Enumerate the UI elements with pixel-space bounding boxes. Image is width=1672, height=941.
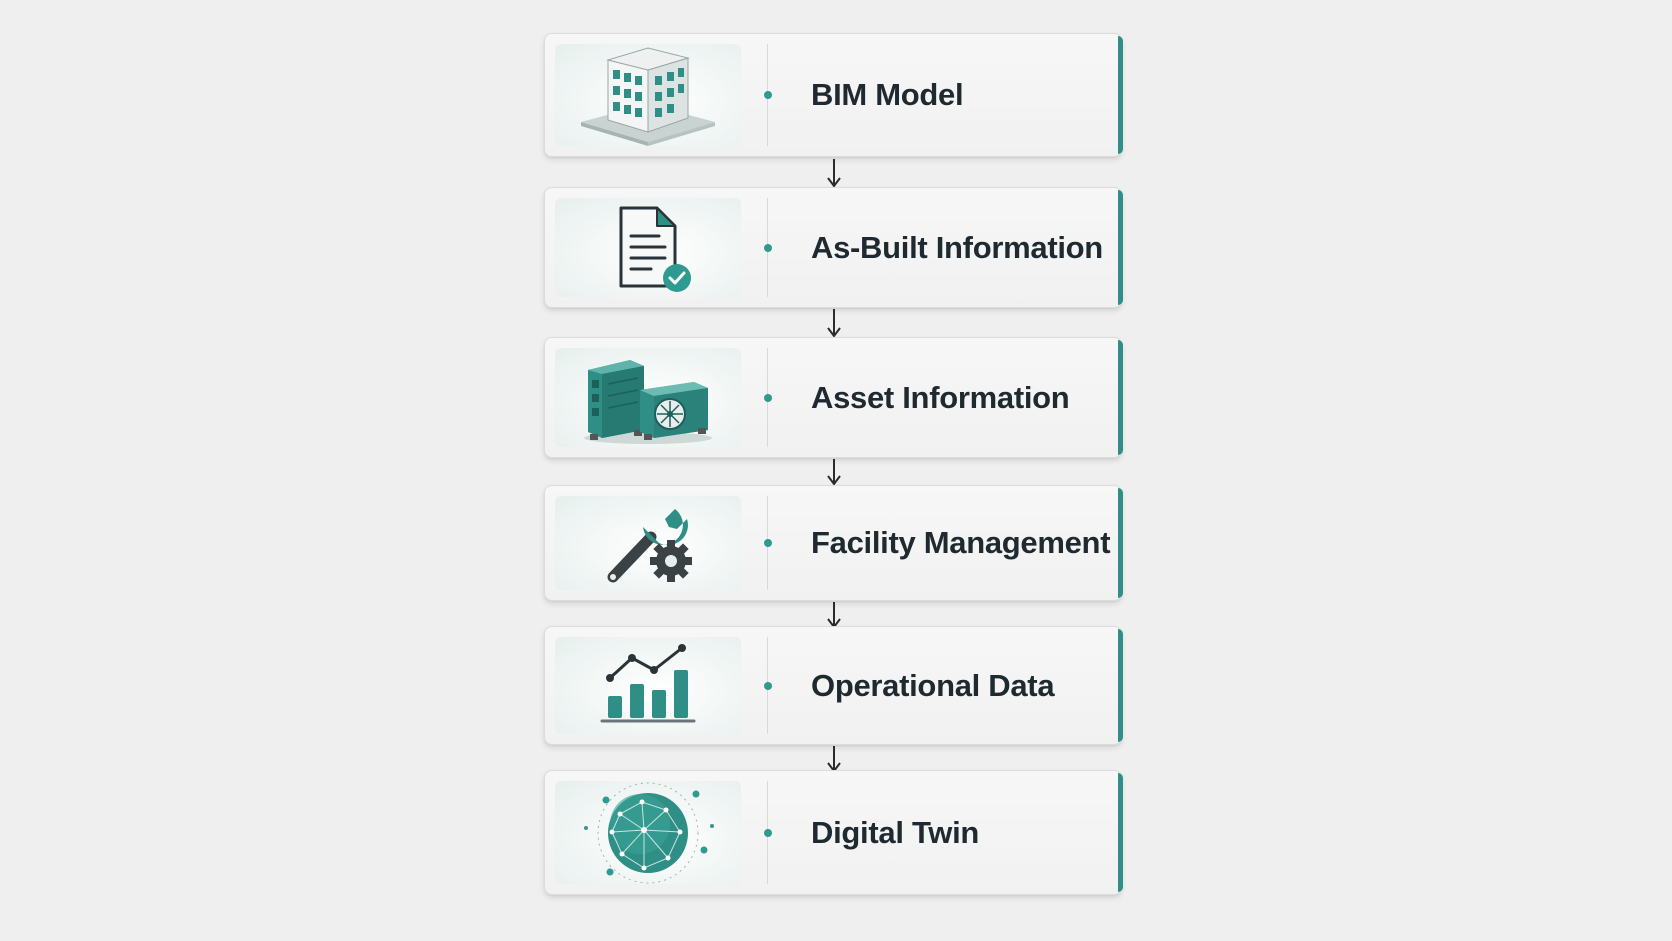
step-label: Digital Twin — [811, 814, 980, 850]
step-label: Facility Management — [811, 525, 1111, 560]
bullet-dot — [764, 681, 772, 690]
step-label: BIM Model — [811, 77, 964, 112]
step-thumbnail — [555, 781, 741, 884]
hvac-equipment-icon — [584, 359, 712, 444]
step-thumbnail — [555, 198, 741, 297]
down-arrow-icon — [827, 159, 841, 188]
network-globe-icon — [584, 782, 714, 883]
step-thumbnail — [555, 637, 741, 734]
bullet-dot — [764, 393, 772, 402]
step-label: Operational Data — [811, 667, 1055, 703]
bullet-dot — [764, 243, 772, 252]
accent-bar — [1118, 629, 1123, 742]
bar-chart-trend-icon — [600, 643, 696, 722]
accent-bar — [1118, 190, 1123, 305]
accent-bar — [1118, 340, 1123, 455]
step-label: Asset Information — [811, 379, 1070, 415]
step-as-built-information: As-Built Information — [544, 187, 1123, 308]
wrench-gear-icon — [607, 509, 692, 583]
down-arrow-icon — [827, 309, 841, 338]
bullet-dot — [764, 539, 772, 547]
accent-bar — [1118, 773, 1123, 892]
accent-bar — [1118, 488, 1123, 598]
step-asset-information: Asset Information — [544, 337, 1123, 458]
down-arrow-icon — [827, 459, 841, 486]
step-thumbnail — [555, 44, 741, 146]
step-label: As-Built Information — [811, 229, 1103, 265]
building-icon — [581, 47, 715, 146]
step-facility-management: Facility Management — [544, 485, 1123, 601]
step-thumbnail — [555, 496, 741, 590]
bullet-dot — [764, 828, 772, 837]
document-check-icon — [619, 206, 691, 292]
bullet-dot — [764, 91, 772, 99]
step-thumbnail — [555, 348, 741, 447]
step-bim-model: BIM Model — [544, 33, 1123, 157]
accent-bar — [1118, 36, 1123, 154]
step-digital-twin: Digital Twin — [544, 770, 1123, 895]
step-operational-data: Operational Data — [544, 626, 1123, 745]
